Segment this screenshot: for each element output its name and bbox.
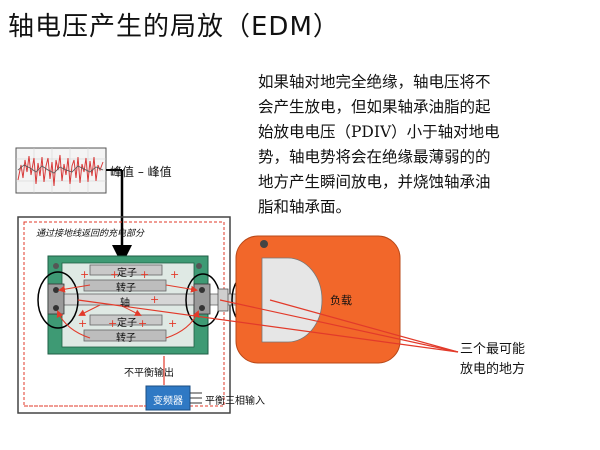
stator-top-label: 定子 bbox=[117, 268, 137, 279]
motor-body bbox=[47, 255, 243, 355]
unbalanced-output-label: 不平衡输出 bbox=[124, 368, 174, 379]
peak-to-peak-label: 峰值 – 峰值 bbox=[110, 165, 172, 179]
paragraph-line: 始放电电压（PDIV）小于轴对地电 bbox=[258, 123, 500, 141]
bearing-left bbox=[47, 283, 65, 315]
input-wires bbox=[190, 392, 202, 404]
paragraph-line: 如果轴对地完全绝缘，轴电压将不 bbox=[258, 73, 491, 91]
svg-text:+: + bbox=[110, 268, 119, 281]
ground-return-label: 通过接地线返回的充电部分 bbox=[36, 229, 145, 239]
rotor-top-label: 转子 bbox=[116, 283, 136, 294]
load-block bbox=[235, 235, 401, 364]
waveform-trace bbox=[17, 154, 104, 187]
stator-bottom-label: 定子 bbox=[117, 318, 137, 329]
svg-text:+: + bbox=[138, 317, 147, 330]
callout-line: 放电的地方 bbox=[460, 362, 526, 377]
svg-text:+: + bbox=[80, 268, 89, 281]
callout-line: 三个最可能 bbox=[460, 342, 526, 357]
stator-bottom bbox=[89, 314, 163, 326]
svg-text:+: + bbox=[78, 317, 87, 330]
paragraph-line: 势，轴电势将会在绝缘最薄弱的的 bbox=[258, 148, 491, 166]
coupling bbox=[217, 288, 229, 312]
svg-text:+: + bbox=[108, 317, 117, 330]
svg-text:+: + bbox=[170, 268, 179, 281]
paragraph-line: 会产生放电，但如果轴承油脂的起 bbox=[258, 98, 491, 116]
paragraph-line: 地方产生瞬间放电，并烧蚀轴承油 bbox=[258, 173, 491, 191]
current-paths bbox=[56, 284, 200, 339]
balanced-input-label: 平衡三相输入 bbox=[205, 396, 265, 407]
description-paragraph: 如果轴对地完全绝缘，轴电压将不 会产生放电，但如果轴承油脂的起 始放电电压（PD… bbox=[258, 70, 576, 220]
inverter-label: 变频器 bbox=[153, 396, 183, 407]
paragraph-line: 脂和轴承面。 bbox=[258, 198, 352, 216]
page-title: 轴电压产生的局放（EDM） bbox=[8, 12, 340, 42]
svg-text:+: + bbox=[168, 317, 177, 330]
svg-text:+: + bbox=[140, 268, 149, 281]
stator-top bbox=[89, 264, 163, 276]
svg-text:+: + bbox=[150, 293, 159, 306]
motor-enclosure bbox=[17, 216, 231, 414]
discharge-callout: 三个最可能 放电的地方 bbox=[460, 340, 525, 380]
waveform-scope bbox=[15, 147, 107, 194]
bearing-right bbox=[193, 283, 211, 315]
callout-lines bbox=[77, 299, 459, 353]
rotor-bottom-label: 转子 bbox=[116, 333, 136, 344]
shaft-label: 轴 bbox=[120, 298, 130, 309]
load-label: 负载 bbox=[330, 294, 352, 307]
